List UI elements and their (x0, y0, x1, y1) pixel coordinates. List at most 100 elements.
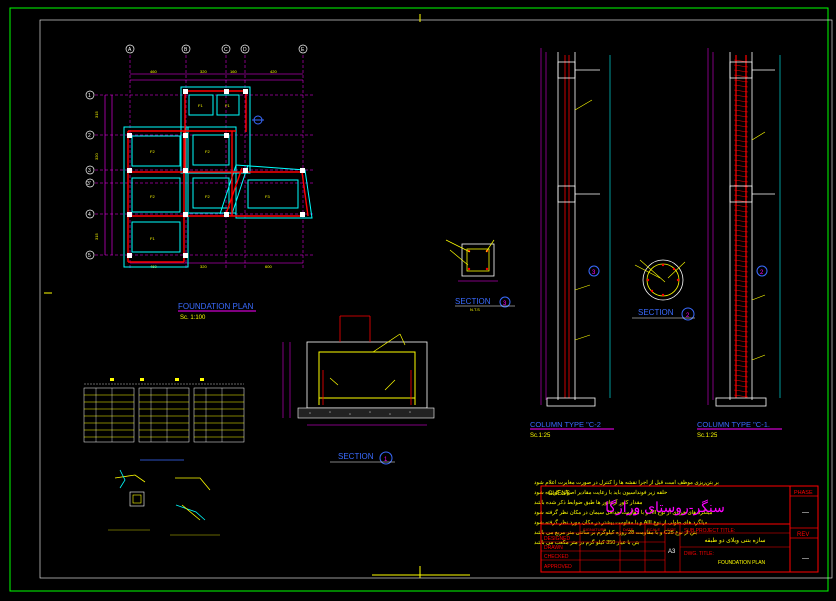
svg-text:D: D (243, 47, 247, 53)
stirrup-tie (733, 284, 749, 288)
svg-text:N.T.S: N.T.S (470, 307, 480, 312)
stirrup-tie (733, 154, 749, 158)
stirrup-tie (733, 219, 749, 223)
header-scale: SCALE (647, 527, 660, 532)
svg-text:C: C (224, 47, 228, 53)
svg-text:Sc.1:25: Sc.1:25 (697, 433, 718, 439)
bubble-col-d: D (240, 44, 250, 54)
title-block[interactable]: CLIENT: سنگر-روستای ورازگا PHASE — REV —… (540, 485, 819, 573)
column-c1-elevation[interactable]: 2 COLUMN TYPE "C-1. Sc.1:25 (697, 48, 782, 439)
stirrup-tie (733, 194, 749, 198)
note-line: بتن با عیار 350 کیلو گرم در متر مکعب می … (534, 539, 639, 546)
bubble-row-1: 1 (85, 90, 95, 100)
svg-text:F3: F3 (265, 194, 270, 199)
svg-text:3: 3 (592, 270, 596, 276)
svg-text:F2: F2 (150, 194, 155, 199)
svg-text:2: 2 (88, 133, 91, 139)
role-drawn: DRAWN (544, 545, 563, 551)
stirrup-tie (733, 214, 749, 218)
client-name: سنگر-روستای ورازگا (605, 499, 725, 516)
column-bubbles: A B C D E (125, 44, 308, 54)
rev-value: — (802, 555, 809, 562)
role-checked: CHECKED (544, 554, 569, 560)
section-3-detail[interactable]: SECTION 3 N.T.S (445, 239, 515, 312)
bubble-row-2: 2 (85, 130, 95, 140)
stirrup-tie (733, 174, 749, 178)
stirrup-tie (733, 279, 749, 283)
header-size: SIZE (667, 527, 676, 532)
stirrup-tie (733, 319, 749, 323)
plan-columns (127, 89, 305, 258)
column-c2-title: COLUMN TYPE "C-2 (530, 420, 601, 429)
bubble-col-e: E (298, 44, 308, 54)
stirrup-tie (733, 374, 749, 378)
stirrup-tie (733, 209, 749, 213)
stirrup-tie (733, 64, 749, 68)
svg-text:3: 3 (503, 301, 507, 307)
stirrup-tie (733, 229, 749, 233)
plan-title: FOUNDATION PLAN (178, 302, 254, 311)
stirrup-tie (733, 189, 749, 193)
stirrup-tie (733, 334, 749, 338)
stirrup-tie (733, 104, 749, 108)
stirrup-tie (733, 299, 749, 303)
role-approved: APPROVED (544, 564, 572, 570)
svg-text:F2: F2 (150, 149, 155, 154)
stirrup-tie (733, 384, 749, 388)
note-line: میلگرد های طولی از نوع AIII و با مقاومت … (534, 519, 708, 526)
svg-text:2: 2 (760, 270, 764, 276)
svg-text:320: 320 (200, 264, 207, 269)
stirrup-tie (733, 69, 749, 73)
bubble-col-b: B (181, 44, 191, 54)
stirrup-tie (733, 354, 749, 358)
stirrup-tie (733, 129, 749, 133)
stirrup-tie (733, 164, 749, 168)
stirrup-tie (733, 344, 749, 348)
stirrup-tie (733, 94, 749, 98)
svg-text:420: 420 (270, 69, 277, 74)
client-label: CLIENT: (548, 491, 571, 497)
stirrup-tie (733, 274, 749, 278)
column-c2-elevation[interactable]: 3 COLUMN TYPE "C-2 Sc.1:25 (530, 48, 614, 439)
stirrup-tie (733, 349, 749, 353)
svg-text:F1: F1 (225, 103, 230, 108)
stirrup-tie (733, 289, 749, 293)
stirrup-tie (733, 114, 749, 118)
section-2-detail[interactable]: SECTION 2 (632, 259, 695, 321)
section-2-title: SECTION (638, 308, 674, 317)
stirrup-tie (733, 294, 749, 298)
svg-text:3: 3 (88, 168, 91, 174)
rev-label: REV (797, 532, 809, 538)
svg-text:F1: F1 (198, 103, 203, 108)
schedule-table-3 (193, 387, 245, 443)
stirrup-tie (733, 169, 749, 173)
stirrup-tie (733, 204, 749, 208)
note-line: میلگرد های خرپای از نوع AII و با مقاومت … (534, 509, 712, 516)
phase-value: — (802, 509, 809, 516)
stirrup-tie (733, 224, 749, 228)
schedule-table-2 (138, 387, 190, 443)
svg-text:315: 315 (94, 233, 99, 240)
svg-text:Sc.1:25: Sc.1:25 (530, 433, 551, 439)
row-bubbles: 1 2 3 3' 4 5 (85, 90, 95, 260)
stirrup-tie (733, 109, 749, 113)
stirrup-tie (733, 119, 749, 123)
small-rebar-details[interactable] (108, 459, 220, 536)
stirrup-tie (733, 139, 749, 143)
svg-text:E: E (301, 47, 305, 53)
rebar-schedule-tables[interactable] (83, 378, 245, 443)
stirrup-tie (733, 99, 749, 103)
bubble-row-3: 3 (85, 165, 95, 175)
section-1-detail[interactable]: SECTION 1 (282, 315, 435, 465)
note-line: بتن از نوع C25 و با مقاومت 28 روزه کیلوگ… (534, 529, 697, 536)
svg-text:F2: F2 (205, 149, 210, 154)
stirrup-tie (733, 74, 749, 78)
stirrup-tie (733, 89, 749, 93)
svg-text:460: 460 (150, 69, 157, 74)
stirrup-tie (733, 324, 749, 328)
stirrup-tie (733, 364, 749, 368)
svg-text:315: 315 (94, 111, 99, 118)
